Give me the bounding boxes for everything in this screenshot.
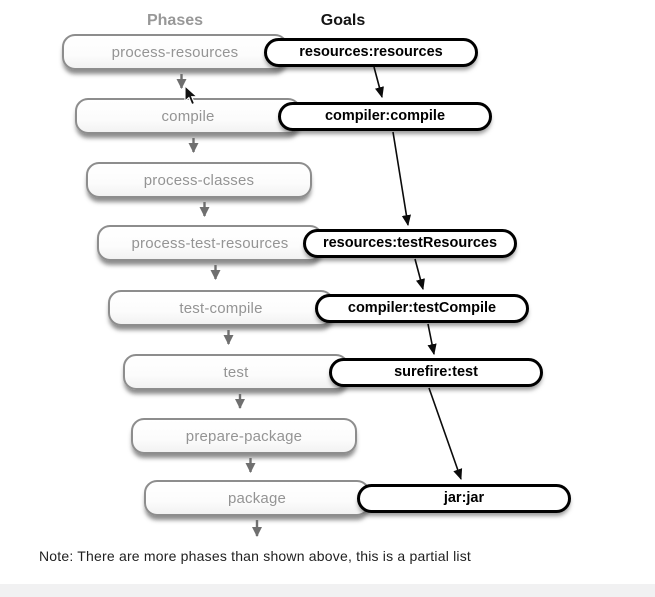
goal-label: surefire:test (394, 364, 478, 380)
goal-box-compiler-compile: compiler:compile (278, 101, 492, 131)
phase-box-process-classes: process-classes (86, 162, 312, 198)
goal-label: resources:resources (299, 44, 443, 60)
goal-box-compiler-testcompile: compiler:testCompile (315, 293, 529, 323)
goal-label: jar:jar (443, 490, 485, 506)
phase-label: prepare-package (185, 427, 303, 445)
phase-box-prepare-package: prepare-package (131, 418, 357, 454)
phase-box-process-test-resources: process-test-resources (97, 225, 323, 261)
phase-label: process-classes (143, 171, 255, 189)
phase-label: process-resources (111, 43, 239, 61)
phase-box-test: test (123, 354, 349, 390)
goals-column-header: Goals (320, 12, 366, 29)
phase-box-test-compile: test-compile (108, 290, 334, 326)
phase-box-compile: compile (75, 98, 301, 134)
goal-label: compiler:testCompile (347, 300, 497, 316)
note-text: Note: There are more phases than shown a… (39, 548, 472, 564)
phase-label: test (223, 363, 249, 381)
phase-label: test-compile (179, 299, 263, 317)
phase-label: package (227, 489, 287, 507)
goal-box-surefire-test: surefire:test (329, 357, 543, 387)
phase-box-package: package (144, 480, 370, 516)
goal-down-arrow-icon (414, 258, 425, 291)
goal-box-resources-testresources: resources:testResources (303, 228, 517, 258)
phase-box-process-resources: process-resources (62, 34, 288, 70)
goal-box-jar-jar: jar:jar (357, 483, 571, 513)
goal-label: resources:testResources (322, 235, 498, 251)
phases-column-header: Phases (146, 12, 204, 29)
goal-box-resources-resources: resources:resources (264, 37, 478, 67)
goal-down-arrow-icon (392, 131, 411, 227)
goal-down-arrow-icon (428, 387, 463, 481)
goal-down-arrow-icon (427, 323, 437, 356)
bottom-bar (0, 584, 655, 597)
phase-label: process-test-resources (131, 234, 289, 252)
phase-label: compile (161, 107, 215, 125)
goal-down-arrow-icon (373, 66, 384, 99)
goal-label: compiler:compile (324, 108, 446, 124)
